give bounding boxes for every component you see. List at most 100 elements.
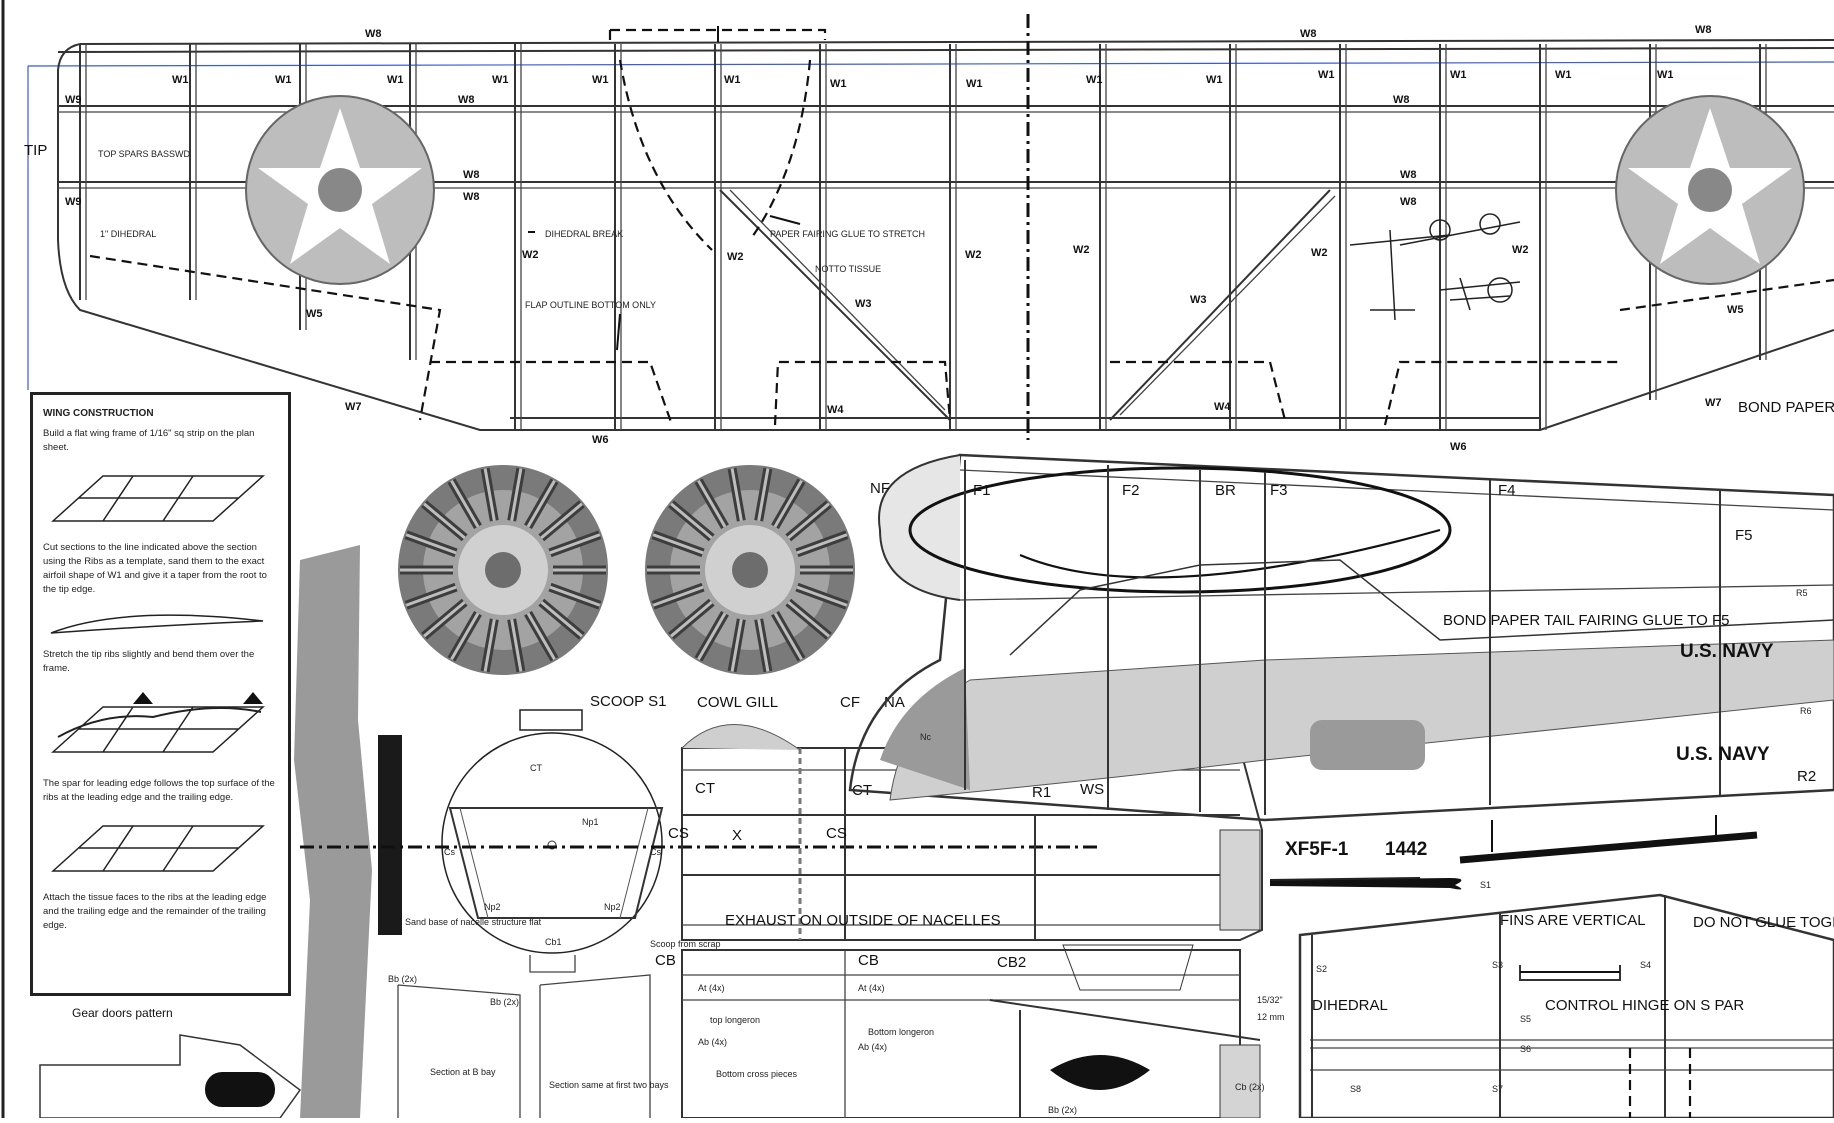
wing-plan: TIP TOP SPARS BASSWD 1" DIHEDRAL DIHEDRA… [24,14,1834,453]
engine-cylinder-highlight [670,600,713,638]
engine-cylinder-highlight [787,502,830,540]
wing-part-label: W1 [724,74,741,86]
r6-label: R6 [1800,706,1812,716]
cb-label: CB [655,952,676,969]
fins-vertical-note: FINS ARE VERTICAL [1500,912,1646,929]
size-inches: 15/32" [1257,995,1283,1005]
no-glue-note: DO NOT GLUE TOGETHER [1693,914,1834,931]
selection-guide [27,61,1834,67]
engine-cylinder-highlight [773,612,803,660]
radial-engine-right [645,465,855,675]
ab-label: Ab (4x) [698,1037,727,1047]
bond-paper-note: BOND PAPER [1738,399,1834,416]
tail-dihedral-note: DIHEDRAL [1312,997,1388,1014]
s4-label: S4 [1640,960,1651,970]
gear-door-strip [378,735,402,935]
wing-part-label: W8 [1300,28,1317,40]
bb-2x-left: Bb (2x) [388,974,417,984]
wing-part-label: W2 [522,249,539,261]
x-label: X [732,827,742,844]
wing-part-label: W5 [1727,304,1744,316]
nacelle-section: CT Np1 Np2 Np2 Cs Cs Cb1 [441,709,664,973]
f5-label: F5 [1735,527,1753,544]
s2-label: S2 [1316,964,1327,974]
wing-part-label: W8 [463,191,480,203]
flap-note: FLAP OUTLINE BOTTOM ONLY [525,300,656,310]
wing-part-label: W9 [65,94,82,106]
fairing-note: PAPER FAIRING GLUE TO STRETCH [770,229,925,239]
np2-right-label: Np2 [604,902,621,912]
cb2-label: CB2 [997,954,1026,971]
wing-part-label: W6 [1450,441,1467,453]
wing-part-label: W8 [1695,24,1712,36]
frame-sketch-3 [51,825,265,872]
tissue-note: NOTTO TISSUE [815,264,881,274]
wing-part-label: W8 [463,169,480,181]
cs-right-label: Cs [650,847,661,857]
engine-cylinder-highlight [787,600,830,638]
wing-part-label: W1 [830,78,847,90]
instrument-panel [1310,720,1425,770]
cs-label: CS [668,825,689,842]
wing-part-label: W3 [855,298,872,310]
instruction-step-4: The spar for leading edge follows the to… [43,778,275,803]
scoop-scrap-note: Scoop from scrap [650,939,721,949]
ws-label: WS [1080,781,1104,798]
r1-label: R1 [1032,784,1051,801]
cs2-label: CS [826,825,847,842]
section-bays-note: Section at B bay [430,1067,496,1077]
instructions-heading: WING CONSTRUCTION [43,408,154,419]
nacelle-profile-strip [294,545,372,1118]
np2-left-label: Np2 [484,902,501,912]
ab-label-2: Ab (4x) [858,1042,887,1052]
gear-doors-label: Gear doors pattern [72,1006,173,1020]
instruction-step-1: Build a flat wing frame of 1/16" sq stri… [43,428,255,453]
engine-cylinder-highlight [510,618,523,672]
wing-part-label: W1 [966,78,983,90]
wing-part-label: W1 [592,74,609,86]
engine-cylinder-highlight [773,480,803,528]
engine-cylinder-highlight [796,585,848,607]
f4-label: F4 [1498,482,1516,499]
engine-cylinder-highlight [423,502,466,540]
f2-label: F2 [1122,482,1140,499]
np1-label: Np1 [582,817,599,827]
wing-part-label: W1 [275,74,292,86]
wing-part-label: W2 [965,249,982,261]
engine-cylinder-highlight [526,480,556,528]
instruction-step-3: Stretch the tip ribs slightly and bend t… [43,649,255,674]
nacelle-cross-sections: Bb (2x) Bb (2x) Section at B bay Section… [388,917,669,1118]
wing-part-label: W4 [1214,401,1231,413]
roundel-left [245,95,435,285]
wing-part-label: W1 [1086,74,1103,86]
wing-part-label: W8 [458,94,475,106]
wing-part-label: W7 [345,401,362,413]
wing-part-label: W1 [1657,69,1674,81]
engine-cylinder-highlight [757,468,770,522]
top-spars-note: TOP SPARS BASSWD [98,149,191,159]
instruction-step-2: Cut sections to the line indicated above… [43,542,267,595]
wing-part-label: W1 [172,74,189,86]
nc-label: Nc [920,732,931,742]
na-label: NA [884,694,905,711]
wing-part-label: W1 [1206,74,1223,86]
bb-label: Bb (2x) [1048,1105,1077,1115]
br-label: BR [1215,482,1236,499]
radial-engine-left [398,465,608,675]
r2-label: R2 [1797,768,1816,785]
aircraft-number: 1442 [1385,839,1427,860]
engine-cylinder-highlight [483,468,496,522]
wing-part-label: W8 [1393,94,1410,106]
nf-label: NF [870,480,890,497]
engine-cylinder-highlight [730,468,743,522]
bottom-cross-note: Bottom cross pieces [716,1069,798,1079]
fuselage-side-view: F1 F2 BR F3 F4 F5 NF Nc R1 WS R5 R6 R2 B… [848,453,1834,890]
s7-label: S7 [1492,1084,1503,1094]
wing-part-label: W2 [1073,244,1090,256]
engine-cylinder-highlight [483,618,496,672]
wing-construction-panel: WING CONSTRUCTION Build a flat wing fram… [30,392,291,996]
cb1-label: Cb1 [545,937,562,947]
wing-part-label: W2 [1311,247,1328,259]
wing-part-label: W1 [492,74,509,86]
